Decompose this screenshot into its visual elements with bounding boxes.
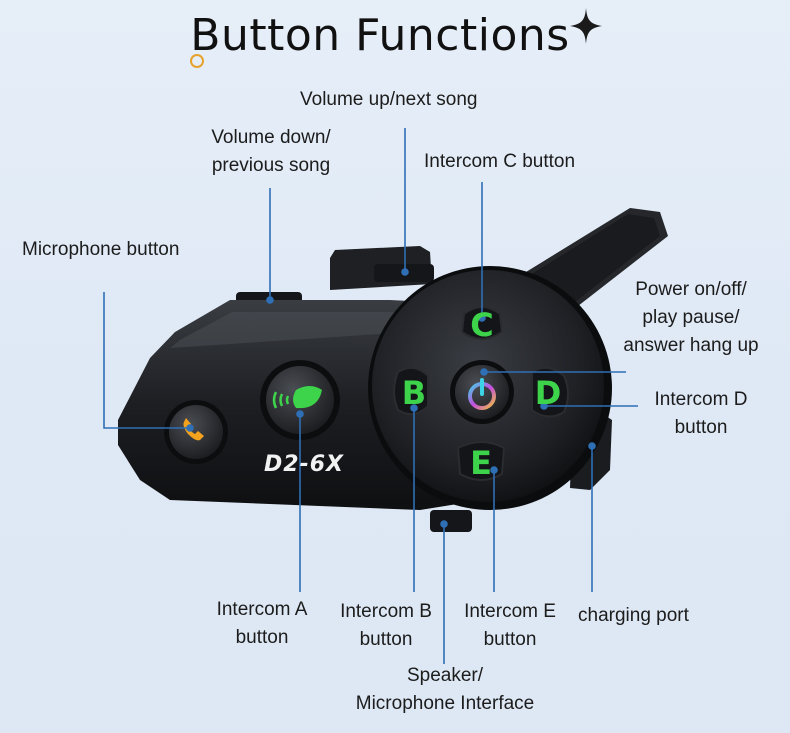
label-intercom-e-line2: button bbox=[483, 629, 537, 650]
label-intercom-b-line2: button bbox=[359, 629, 413, 650]
label-intercom-c: Intercom C button bbox=[424, 151, 576, 172]
label-volume-down: Volume down/ previous song bbox=[196, 124, 346, 180]
label-speaker-line2: Microphone Interface bbox=[355, 693, 535, 714]
label-volume-down-line1: Volume down/ bbox=[211, 127, 331, 148]
label-power: Power on/off/ play pause/ answer hang up bbox=[608, 276, 774, 360]
label-power-line3: answer hang up bbox=[623, 335, 759, 356]
label-intercom-d-line1: Intercom D bbox=[654, 389, 748, 410]
label-intercom-d-line2: button bbox=[674, 417, 728, 438]
button-d-letter: D bbox=[534, 374, 562, 412]
label-intercom-a: Intercom A button bbox=[204, 596, 320, 652]
label-volume-down-line2: previous song bbox=[211, 155, 331, 176]
label-charging-port: charging port bbox=[578, 605, 689, 626]
phone-icon bbox=[183, 418, 204, 441]
label-speaker-line1: Speaker/ bbox=[406, 665, 484, 686]
intercom-a-icon bbox=[272, 386, 322, 409]
label-intercom-b-line1: Intercom B bbox=[340, 601, 432, 622]
label-intercom-e-line1: Intercom E bbox=[464, 601, 556, 622]
page-title: Button Functions bbox=[190, 10, 570, 61]
button-e-letter: E bbox=[470, 444, 492, 482]
label-intercom-a-line2: button bbox=[235, 627, 289, 648]
label-speaker: Speaker/ Microphone Interface bbox=[340, 662, 550, 718]
label-volume-up: Volume up/next song bbox=[300, 89, 478, 110]
decorative-dot bbox=[190, 54, 204, 68]
sparkle-icon bbox=[570, 8, 602, 44]
label-intercom-e: Intercom E button bbox=[452, 598, 568, 654]
model-name: D2-6X bbox=[264, 452, 344, 477]
label-intercom-a-line1: Intercom A bbox=[216, 599, 308, 620]
label-power-line1: Power on/off/ bbox=[635, 279, 747, 300]
label-intercom-d: Intercom D button bbox=[638, 386, 764, 442]
label-microphone: Microphone button bbox=[22, 239, 180, 260]
label-intercom-b: Intercom B button bbox=[328, 598, 444, 654]
leader-lines bbox=[103, 128, 638, 664]
button-c-letter: C bbox=[470, 306, 494, 344]
button-b-letter: B bbox=[401, 374, 427, 412]
label-power-line2: play pause/ bbox=[642, 307, 740, 328]
